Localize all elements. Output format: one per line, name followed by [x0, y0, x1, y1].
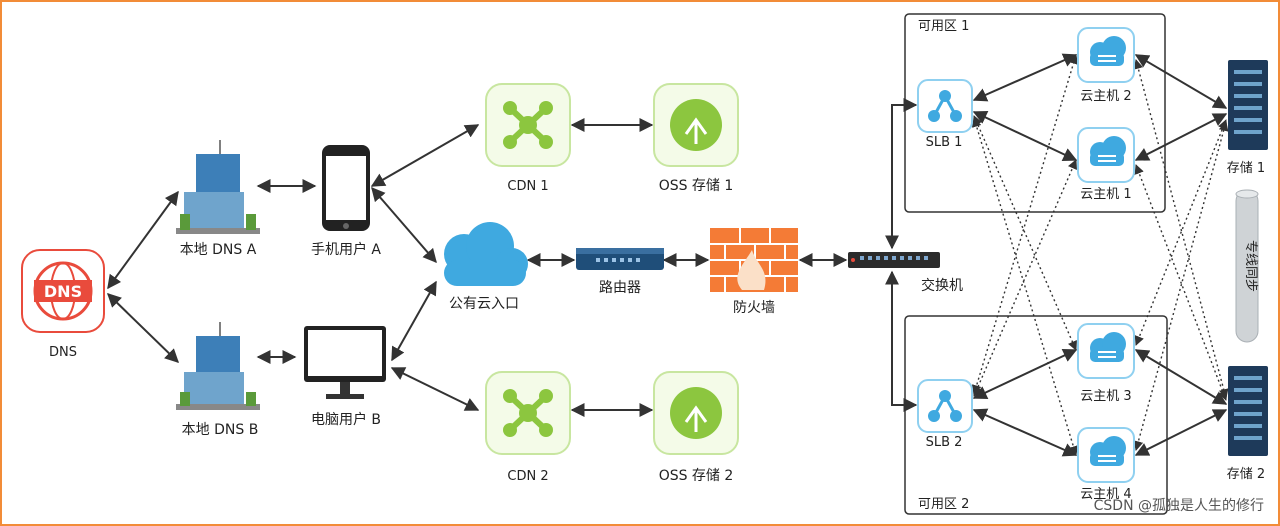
mobile-user-a-label: 手机用户 A [311, 241, 381, 258]
storage-server-icon [1228, 366, 1268, 456]
storage2-label: 存储 2 [1227, 467, 1265, 482]
storage1-label: 存储 1 [1227, 161, 1265, 176]
oss-storage-icon [653, 371, 739, 455]
pc-user-b-label: 电脑用户 B [311, 411, 381, 428]
dns-label: DNS [49, 345, 77, 360]
slb2-label: SLB 2 [926, 435, 963, 450]
router-label: 路由器 [599, 280, 641, 296]
local-dns-b-label: 本地 DNS B [182, 422, 259, 438]
cdn1-label: CDN 1 [507, 179, 548, 194]
switch-icon [848, 252, 940, 268]
svg-text:DNS: DNS [44, 282, 82, 301]
vm3-label: 云主机 3 [1080, 389, 1131, 404]
building-icon [176, 322, 260, 410]
switch-label: 交换机 [921, 277, 963, 294]
vm4-label: 云主机 4 [1080, 487, 1131, 502]
desktop-computer-icon [304, 326, 386, 399]
local-dns-a-label: 本地 DNS A [180, 242, 257, 258]
building-icon [176, 140, 260, 234]
cdn-icon [485, 371, 571, 455]
cloud-server-icon [1077, 127, 1135, 183]
slb1-label: SLB 1 [926, 135, 963, 150]
load-balancer-icon [917, 79, 973, 133]
zone1-label: 可用区 1 [918, 19, 969, 34]
zone2-label: 可用区 2 [918, 497, 969, 512]
firewall-label: 防火墙 [733, 300, 775, 316]
cdn-icon [485, 83, 571, 167]
sync-label: 专线同步 [1243, 240, 1258, 292]
cloud-server-icon [1077, 323, 1135, 379]
cross-connections [971, 54, 1229, 456]
storage-server-icon [1228, 60, 1268, 150]
oss2-label: OSS 存储 2 [659, 468, 734, 484]
public-cloud-label: 公有云入口 [449, 296, 519, 312]
load-balancer-icon [917, 379, 973, 433]
vm2-label: 云主机 2 [1080, 89, 1131, 104]
watermark: CSDN @孤独是人生的修行 [1094, 498, 1264, 514]
smartphone-icon [322, 145, 370, 231]
dns-icon: DNS [21, 249, 105, 333]
router-icon [576, 248, 664, 270]
cdn2-label: CDN 2 [507, 469, 548, 484]
firewall-icon [710, 228, 798, 292]
vm1-label: 云主机 1 [1080, 187, 1131, 202]
oss1-label: OSS 存储 1 [659, 178, 734, 194]
cloud-server-icon [1077, 427, 1135, 483]
cloud-server-icon [1077, 27, 1135, 83]
cloud-icon [444, 222, 528, 286]
oss-storage-icon [653, 83, 739, 167]
sync-pipe-icon [1235, 189, 1259, 343]
